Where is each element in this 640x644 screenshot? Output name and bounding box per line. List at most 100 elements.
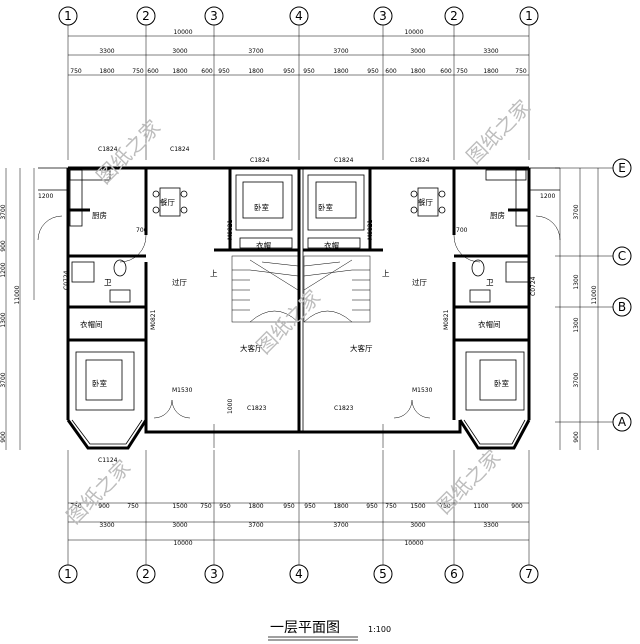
left-dimensions: 3700 900 1200 1300 3700 900 11000: [0, 168, 35, 450]
dim-bottom-mid-5: 3000: [410, 522, 425, 529]
dim-top-fine: 950: [367, 68, 379, 75]
dim-1000: 1000: [227, 399, 234, 414]
dim-bottom-fine: 1500: [410, 503, 425, 510]
label-cloak-left: 衣帽: [256, 240, 271, 250]
label-dining-right: 餐厅: [418, 198, 433, 207]
dim-bottom-fine: 750: [70, 503, 82, 510]
dim-top-total-1: 10000: [173, 29, 192, 36]
dim-top-fine: 950: [283, 68, 295, 75]
dim-top-total-2: 10000: [404, 29, 423, 36]
label-closet-right: 衣帽间: [478, 319, 501, 329]
right-axis-markers: E C B A: [612, 158, 632, 432]
axis-bottom-1: 1: [64, 567, 72, 581]
dim-right: 3700: [573, 372, 580, 387]
dim-top-fine: 1800: [333, 68, 348, 75]
label-bath-left: 卫: [104, 278, 112, 287]
label-up-right: 上: [382, 269, 390, 278]
dim-right: 3700: [573, 204, 580, 219]
watermark-4: 图纸之家: [62, 455, 136, 529]
dim-top-fine: 600: [147, 68, 159, 75]
dim-top-fine: 750: [70, 68, 82, 75]
label-bedroom-left: 卧室: [92, 378, 107, 388]
axis-top-4: 4: [295, 9, 303, 23]
axis-right-A: A: [618, 415, 627, 429]
dim-top-fine: 950: [303, 68, 315, 75]
label-bath-right: 卫: [486, 278, 494, 287]
code-c1823-1: C1823: [247, 405, 267, 412]
watermark-2: 图纸之家: [462, 95, 536, 169]
top-dimensions: 10000 10000 3300 3000 3700 3700 3000 330…: [68, 29, 529, 76]
dim-bottom-fine: 1800: [248, 503, 263, 510]
dim-1200-right: 1200: [540, 193, 555, 200]
axis-top-7: 1: [525, 9, 533, 23]
dim-right: 1300: [573, 274, 580, 289]
axis-top-3: 3: [210, 9, 218, 23]
label-bedroom-right: 卧室: [494, 378, 509, 388]
dim-left: 900: [0, 431, 7, 443]
room-labels: 厨房 厨房 餐厅 餐厅 卧室 卧室 卧室 卧室 衣帽 衣帽 卫 卫 过厅 过厅 …: [80, 198, 509, 388]
dim-top-fine: 1800: [483, 68, 498, 75]
dining-tables: [152, 187, 446, 217]
dim-bottom-fine: 1100: [473, 503, 488, 510]
label-hall-left: 过厅: [172, 277, 187, 287]
axis-top-1: 1: [64, 9, 72, 23]
dim-top-fine: 1800: [172, 68, 187, 75]
dim-top-fine: 1800: [410, 68, 425, 75]
label-hall-right: 过厅: [412, 277, 427, 287]
axis-bottom-2: 2: [142, 567, 150, 581]
dim-left: 1300: [0, 312, 7, 327]
axis-leaders: [67, 25, 613, 565]
dim-bottom-fine: 900: [98, 503, 110, 510]
code-c0724-right: C0724: [530, 276, 537, 296]
right-dimensions: 3700 1300 1300 3700 900 11000: [559, 168, 599, 450]
dim-top-mid-1: 3300: [99, 48, 114, 55]
code-m0821-left: M0821: [150, 309, 157, 330]
dim-1200-left: 1200: [38, 193, 53, 200]
label-bedroom-mid-right: 卧室: [318, 202, 333, 212]
dim-top-mid-6: 3300: [483, 48, 498, 55]
label-cloak-right: 衣帽: [324, 240, 339, 250]
bottom-axis-markers: 1 2 3 4 5 6 7: [58, 564, 539, 584]
building-walls: [38, 166, 560, 450]
dim-top-mid-2: 3000: [172, 48, 187, 55]
staircase: [231, 255, 371, 323]
code-c1824-3: C1824: [250, 157, 270, 164]
bottom-dimensions: 750 900 750 1500 750 950 1800 950 950 18…: [68, 502, 529, 547]
dim-top-mid-4: 3700: [333, 48, 348, 55]
code-c0724-left: C0724: [63, 270, 70, 290]
dim-top-mid-3: 3700: [248, 48, 263, 55]
dim-top-fine: 1800: [248, 68, 263, 75]
label-living-right: 大客厅: [350, 343, 373, 353]
bed-furniture: [75, 174, 525, 411]
dim-top-fine: 600: [201, 68, 213, 75]
axis-top-6: 2: [450, 9, 458, 23]
dim-bottom-mid-6: 3300: [483, 522, 498, 529]
axis-right-B: B: [618, 300, 626, 314]
dim-bottom-fine: 950: [304, 503, 316, 510]
dim-bottom-mid-2: 3000: [172, 522, 187, 529]
code-m1530-2: M1530: [412, 387, 433, 394]
dim-top-fine: 1800: [99, 68, 114, 75]
dim-top-fine: 750: [132, 68, 144, 75]
axis-bottom-5: 5: [379, 567, 387, 581]
code-c1124: C1124: [98, 457, 118, 464]
dim-bottom-fine: 950: [283, 503, 295, 510]
dim-bottom-fine: 750: [200, 503, 212, 510]
top-axis-markers: 1 2 3 4 3 2 1: [58, 6, 539, 26]
code-m0821-mid-left: M0821: [227, 219, 234, 240]
dim-bottom-fine: 750: [385, 503, 397, 510]
dim-bottom-total-1: 10000: [173, 540, 192, 547]
dim-bottom-fine: 1500: [172, 503, 187, 510]
axis-bottom-6: 6: [450, 567, 458, 581]
dim-right: 900: [573, 431, 580, 443]
dim-right-total: 11000: [591, 285, 598, 304]
door-swings: [37, 215, 561, 448]
drawing-scale: 1:100: [368, 625, 391, 634]
dim-700-right: 700: [456, 227, 468, 234]
code-m0821-mid-right: M0821: [367, 219, 374, 240]
dim-top-fine: 750: [515, 68, 527, 75]
axis-bottom-4: 4: [295, 567, 303, 581]
dim-bottom-mid-3: 3700: [248, 522, 263, 529]
dim-left: 3700: [0, 204, 7, 219]
